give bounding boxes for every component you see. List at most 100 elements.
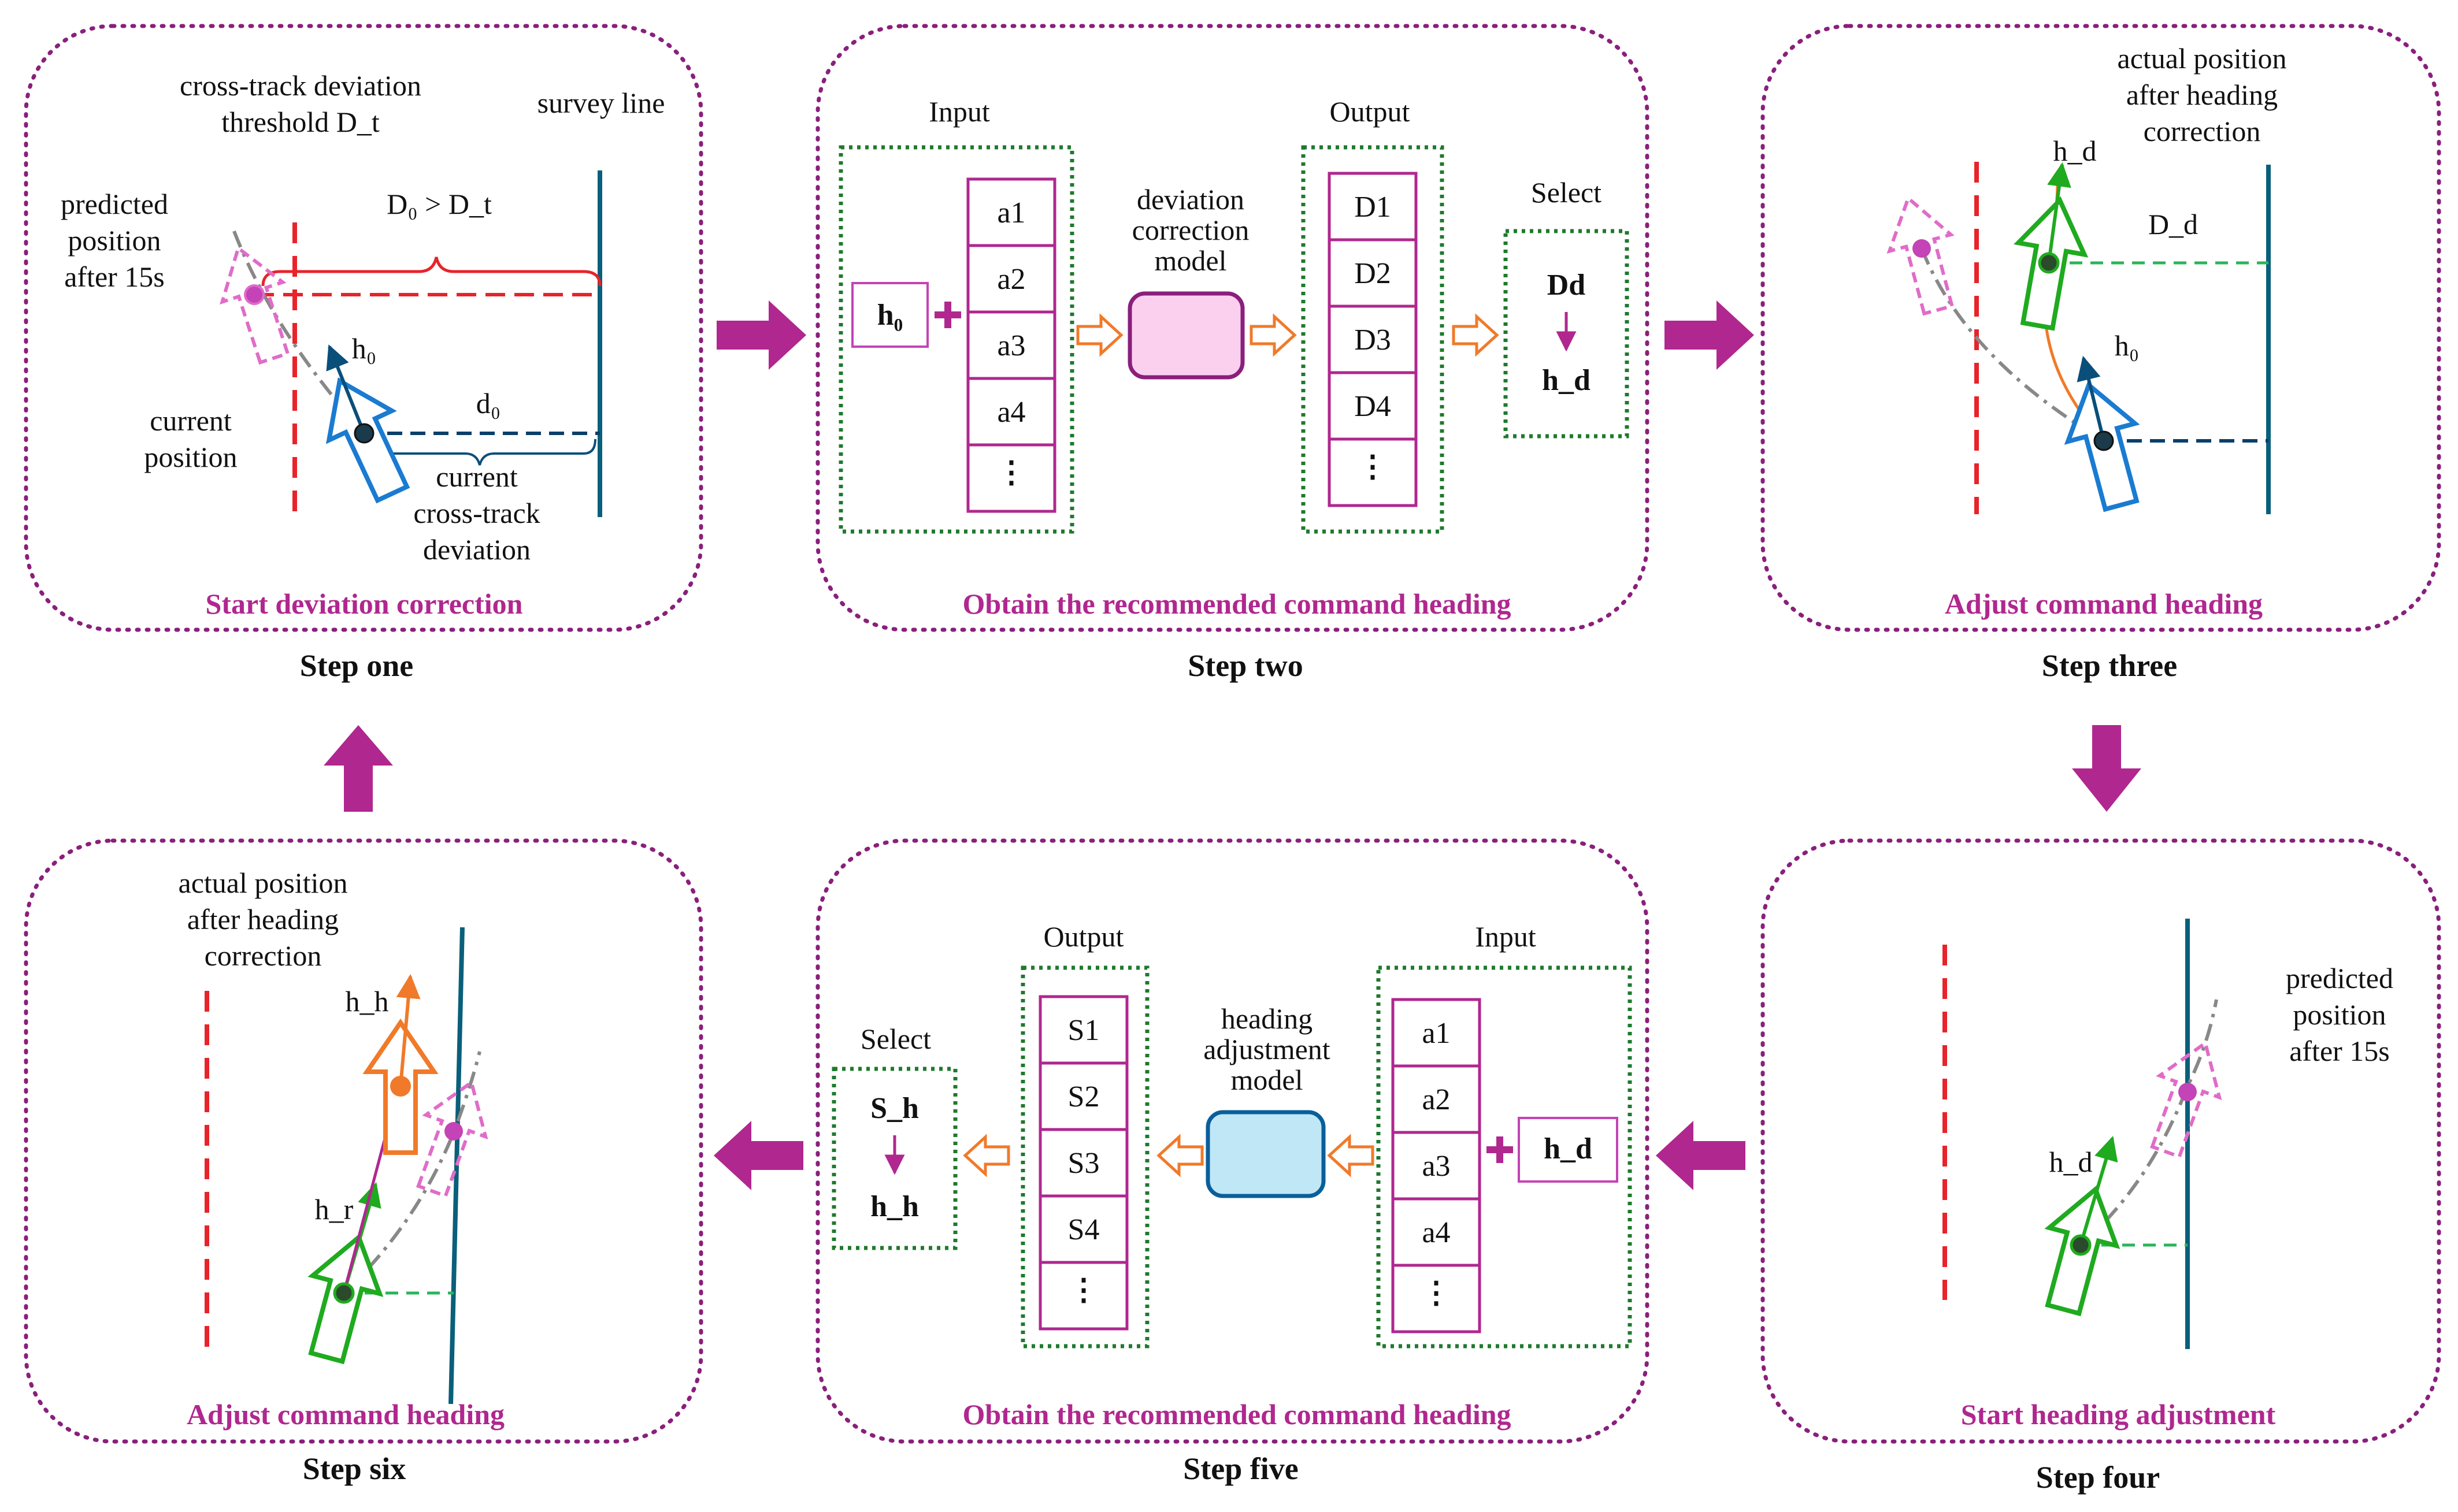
- input-cell-a1: a1: [997, 196, 1025, 229]
- select-box: [1503, 229, 1629, 439]
- input-cell-more: ⋮: [1421, 1277, 1451, 1310]
- input-cell-a4: a4: [997, 396, 1025, 429]
- hr-label: h_r: [315, 1193, 354, 1225]
- survey-line-label: survey line: [537, 87, 665, 119]
- input-cell-a3: a3: [997, 329, 1025, 362]
- predicted-ship-icon: [220, 245, 290, 365]
- plus-icon: [935, 302, 961, 328]
- predicted-ship-icon: [416, 1079, 488, 1198]
- flow-arrow-four-to-five: [1656, 1121, 1745, 1190]
- input-cell-a1: a1: [1422, 1017, 1450, 1050]
- survey-line: [448, 927, 465, 1405]
- h0-label: h₀: [352, 332, 376, 365]
- output-cell-D2: D2: [1354, 257, 1391, 290]
- input-feature-list: a1 a2 a3 a4 ⋮: [966, 177, 1056, 513]
- step-one-label: Step one: [300, 648, 414, 683]
- step-five-label: Step five: [1183, 1451, 1298, 1486]
- select-h_d: h_d: [1542, 364, 1591, 397]
- h0-label: h₀: [2115, 329, 2139, 362]
- predicted-ship-icon: [2150, 1040, 2222, 1159]
- step-two-select-title: Select: [1531, 176, 1601, 209]
- hd-heading-arrow: [2047, 162, 2071, 263]
- actual-position-dot: [2038, 252, 2060, 274]
- predicted-trajectory-path: [342, 1051, 481, 1295]
- output-cell-more: ⋮: [1358, 451, 1388, 484]
- step-five-input-title: Input: [1475, 920, 1536, 953]
- step-five-select-title: Select: [861, 1023, 931, 1055]
- start-position-dot: [333, 1282, 355, 1304]
- input-cell-a3: a3: [1422, 1150, 1450, 1183]
- hh-heading-arrow: [396, 974, 421, 1087]
- hd-label: h_d: [2049, 1146, 2093, 1178]
- output-cell-S3: S3: [1068, 1147, 1100, 1180]
- panel-step-six: [24, 838, 703, 1444]
- step-six-label: Step six: [303, 1451, 406, 1486]
- predicted-position-dot: [1912, 239, 1931, 258]
- input-cell-a2: a2: [1422, 1083, 1450, 1116]
- output-deviation-list: D1 D2 D3 D4 ⋮: [1328, 172, 1418, 507]
- hd-label: h_d: [2053, 135, 2097, 167]
- d0-label: d₀: [476, 387, 501, 419]
- output-cell-S2: S2: [1068, 1080, 1100, 1113]
- predicted-ship-icon: [1886, 195, 1955, 316]
- input-cell-more: ⋮: [996, 456, 1026, 489]
- step-four-label: Step four: [2036, 1460, 2160, 1495]
- flow-arrow-one-to-two: [717, 300, 806, 370]
- panel-step-five: [815, 838, 1649, 1444]
- output-cell-S1: S1: [1068, 1014, 1100, 1047]
- input-heading-box: [851, 282, 929, 348]
- plus-icon: [1486, 1136, 1513, 1163]
- flow-arrow-two-to-three: [1664, 300, 1754, 370]
- step-two-output-title: Output: [1330, 95, 1410, 128]
- step-six-caption: Adjust command heading: [187, 1398, 505, 1431]
- arrow-input-to-model: [1076, 313, 1124, 357]
- flow-arrow-five-to-six: [714, 1121, 803, 1190]
- arrow-input-to-model: [1327, 1134, 1374, 1177]
- actual-position-dot: [390, 1076, 411, 1097]
- predicted-trajectory-path: [2079, 999, 2218, 1247]
- arrow-model-to-output: [1156, 1134, 1204, 1177]
- step-three-caption: Adjust command heading: [1945, 588, 2263, 620]
- select-h_h: h_h: [870, 1190, 919, 1223]
- output-cell-D3: D3: [1354, 324, 1391, 356]
- step-two-caption: Obtain the recommended command heading: [962, 588, 1511, 620]
- step-four-caption: Start heading adjustment: [1961, 1398, 2276, 1431]
- panel-step-two: [815, 24, 1649, 632]
- trajectory-path: [232, 230, 366, 434]
- output-cell-S4: S4: [1068, 1213, 1100, 1246]
- input-cell-a4: a4: [1422, 1216, 1450, 1249]
- panel-step-one: [24, 24, 703, 632]
- panel-step-four: [1760, 838, 2441, 1444]
- output-cell-more: ⋮: [1069, 1274, 1099, 1307]
- step-one-caption: Start deviation correction: [206, 588, 523, 620]
- predicted-position-dot: [2178, 1083, 2197, 1101]
- arrow-model-to-output: [1250, 313, 1297, 357]
- arrow-output-to-select: [963, 1134, 1010, 1177]
- D0-brace: [261, 257, 602, 287]
- select-Dd: Dd: [1547, 269, 1586, 302]
- input-feature-list: a1 a2 a3 a4 ⋮: [1391, 998, 1481, 1333]
- current-position-dot: [2070, 1234, 2092, 1256]
- output-cell-D4: D4: [1354, 390, 1391, 423]
- hd-heading-arrow: [2079, 1135, 2118, 1246]
- step-two-label: Step two: [1188, 648, 1303, 683]
- h0-heading-arrow: [2077, 355, 2105, 441]
- output-score-list: S1 S2 S3 S4 ⋮: [1039, 995, 1129, 1331]
- heading-adjustment-model-box: [1206, 1110, 1326, 1198]
- current-position-dot: [354, 423, 375, 444]
- deviation-correction-model-box: [1128, 291, 1245, 380]
- input-group-box: [839, 145, 1074, 534]
- predicted-position-dot: [244, 284, 265, 305]
